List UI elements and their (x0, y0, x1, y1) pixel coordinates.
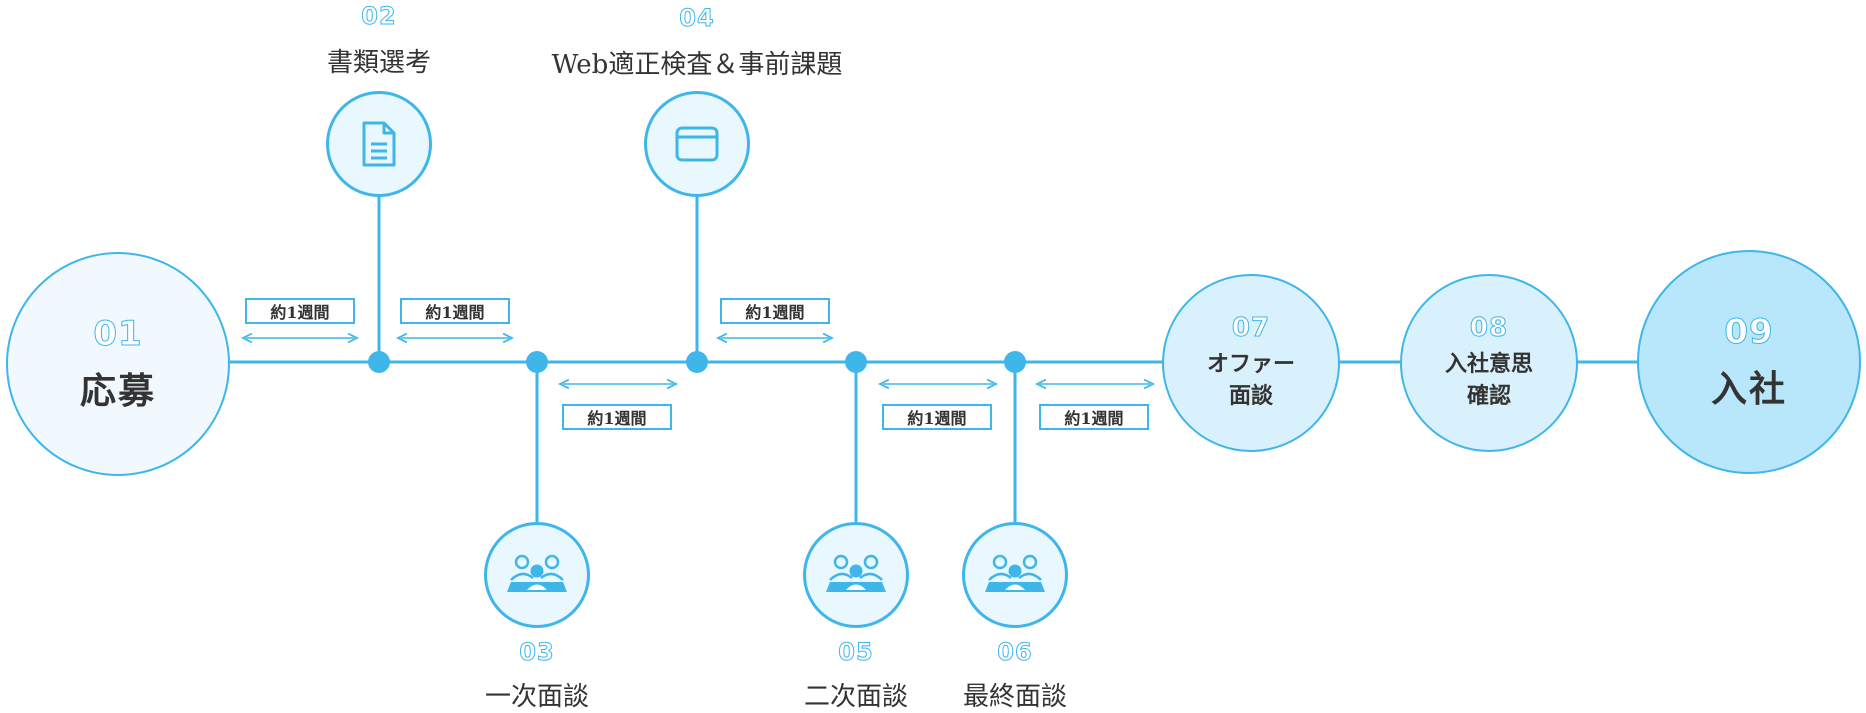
duration-label: 約1週間 (720, 298, 830, 324)
step-04-title: Web適正検査＆事前課題 (551, 50, 843, 80)
step-title-line: オファー (1206, 351, 1295, 378)
step-04-circle (644, 91, 750, 197)
step-title-line: 面談 (1228, 383, 1273, 409)
duration-label: 約1週間 (562, 404, 672, 430)
duration-label: 約1週間 (400, 298, 510, 324)
browser-window-icon (675, 126, 719, 162)
junction-dot (526, 351, 548, 373)
meeting-icon (826, 554, 886, 592)
step-03-title: 一次面談 (484, 682, 590, 712)
step-number: 01 (93, 314, 143, 355)
junction-dot (1004, 351, 1026, 373)
junction-dot (686, 351, 708, 373)
step-title: 入社 (1710, 368, 1787, 410)
step-02-title: 書類選考 (326, 48, 432, 78)
step-number: 09 (1724, 312, 1774, 353)
step-03-number: 03 (519, 638, 555, 667)
step-03-circle (484, 522, 590, 628)
step-01-circle: 01 応募 (6, 252, 230, 476)
meeting-icon (985, 554, 1045, 592)
step-02-number: 02 (361, 2, 397, 31)
step-title-line: 確認 (1466, 383, 1511, 409)
step-06-title: 最終面談 (962, 682, 1068, 712)
step-04-number: 04 (679, 4, 715, 33)
step-05-number: 05 (838, 638, 874, 667)
step-title: 応募 (79, 370, 156, 412)
duration-label: 約1週間 (1039, 404, 1149, 430)
step-05-title: 二次面談 (803, 682, 909, 712)
step-title: オファー 面談 (1207, 349, 1295, 413)
meeting-icon (507, 554, 567, 592)
step-09-circle: 09 入社 (1637, 250, 1861, 474)
junction-dot (845, 351, 867, 373)
step-number: 08 (1469, 313, 1509, 344)
duration-label: 約1週間 (882, 404, 992, 430)
junction-dot (368, 351, 390, 373)
step-number: 07 (1231, 313, 1271, 344)
step-02-circle (326, 91, 432, 197)
document-icon (362, 121, 396, 167)
step-07-circle: 07 オファー 面談 (1162, 274, 1340, 452)
step-title-line: 入社意思 (1444, 351, 1533, 378)
duration-label: 約1週間 (245, 298, 355, 324)
step-06-number: 06 (997, 638, 1033, 667)
step-08-circle: 08 入社意思 確認 (1400, 274, 1578, 452)
step-06-circle (962, 522, 1068, 628)
step-05-circle (803, 522, 909, 628)
step-title: 入社意思 確認 (1445, 349, 1533, 413)
